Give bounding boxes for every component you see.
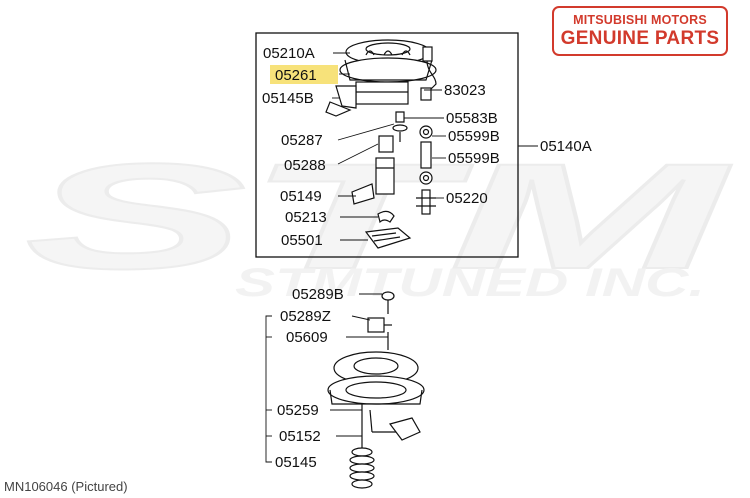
upper-part-drawings — [325, 39, 437, 249]
part-label-05149[interactable]: 05149 — [280, 188, 322, 205]
part-label-05599B-top[interactable]: 05599B — [448, 128, 500, 145]
part-labels-lower: 05289B 05289Z 05609 05259 05152 05145 — [275, 286, 344, 471]
highlight-05261 — [270, 65, 338, 84]
part-label-05259[interactable]: 05259 — [277, 402, 319, 419]
part-label-05288[interactable]: 05288 — [284, 157, 326, 174]
part-label-05289B[interactable]: 05289B — [292, 286, 344, 303]
part-label-05152[interactable]: 05152 — [279, 428, 321, 445]
leader-lines-upper — [332, 52, 446, 241]
part-number-caption: MN106046 (Pictured) — [4, 479, 128, 494]
badge-brand: MITSUBISHI MOTORS — [573, 13, 707, 27]
part-label-05599B-bottom[interactable]: 05599B — [448, 150, 500, 167]
part-label-05287[interactable]: 05287 — [281, 132, 323, 149]
part-label-05501[interactable]: 05501 — [281, 232, 323, 249]
leader-lines-lower — [265, 293, 388, 463]
part-label-05583B[interactable]: 05583B — [446, 110, 498, 127]
part-label-05140A[interactable]: 05140A — [540, 138, 592, 155]
part-label-05289Z[interactable]: 05289Z — [280, 308, 331, 325]
part-label-05145[interactable]: 05145 — [275, 454, 317, 471]
part-label-05145B[interactable]: 05145B — [262, 90, 314, 107]
part-labels-upper: 05210A 05261 05145B 83023 05583B 05287 0… — [262, 45, 592, 249]
part-label-05220[interactable]: 05220 — [446, 190, 488, 207]
watermark-text: STMTUNED INC. — [235, 261, 705, 305]
part-label-05210A[interactable]: 05210A — [263, 45, 315, 62]
part-label-83023[interactable]: 83023 — [444, 82, 486, 99]
assembly-box — [255, 32, 519, 258]
part-label-05213[interactable]: 05213 — [285, 209, 327, 226]
part-label-05609[interactable]: 05609 — [286, 329, 328, 346]
genuine-parts-badge: MITSUBISHI MOTORS GENUINE PARTS — [552, 6, 728, 56]
lower-part-drawings — [327, 291, 425, 489]
part-label-05261[interactable]: 05261 — [275, 67, 317, 84]
badge-title: GENUINE PARTS — [560, 28, 720, 49]
